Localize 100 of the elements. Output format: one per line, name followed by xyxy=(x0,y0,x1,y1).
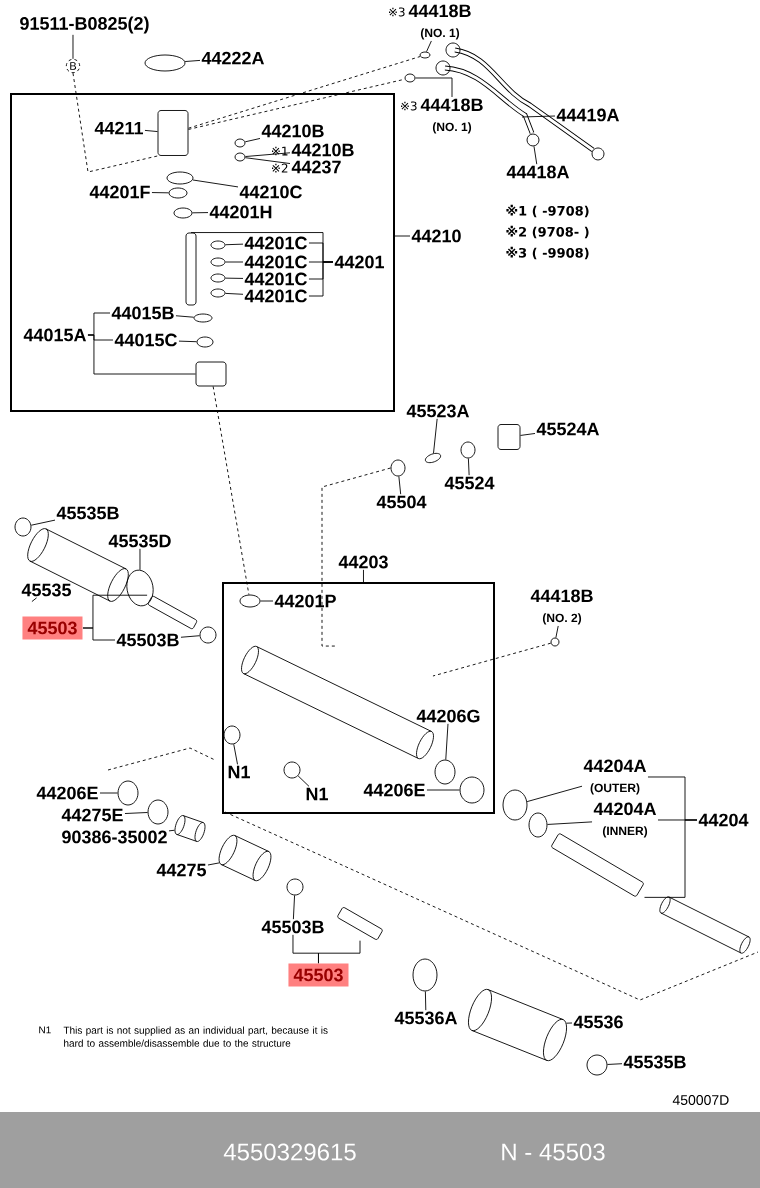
leader-line xyxy=(521,115,556,118)
part-drawing xyxy=(174,815,206,842)
part-drawing xyxy=(168,187,188,199)
part-drawing xyxy=(459,776,485,804)
leader-line xyxy=(139,548,141,571)
part-drawing xyxy=(404,73,416,83)
part-drawing xyxy=(185,232,197,306)
part-number: 44275 xyxy=(156,863,206,877)
date-note: ※3 ( -9908) xyxy=(506,246,589,260)
part-number: 44206E xyxy=(36,786,98,800)
part-drawing xyxy=(147,595,198,630)
leader-line xyxy=(244,152,291,157)
date-note: ※2 (9708- ) xyxy=(506,225,589,239)
leader-line xyxy=(82,594,148,629)
leader-line xyxy=(124,812,148,814)
leader-line xyxy=(644,819,698,898)
part-number: 45535D xyxy=(108,534,171,548)
leader-line xyxy=(207,862,220,866)
leader-line xyxy=(180,635,201,638)
leader-line xyxy=(192,179,239,188)
part-number: 44201P xyxy=(274,594,336,608)
assembly-line xyxy=(72,72,158,173)
leader-line xyxy=(175,315,195,318)
part-drawing xyxy=(210,288,226,298)
part-drawing xyxy=(586,1054,608,1076)
leader-line xyxy=(225,277,244,279)
diagram-code: 450007D xyxy=(672,1095,729,1105)
leader-line xyxy=(547,821,593,825)
leader-line xyxy=(233,743,238,765)
part-number: 44201C xyxy=(244,236,307,250)
part-drawing xyxy=(526,133,540,147)
leader-line xyxy=(426,789,460,791)
leader-line xyxy=(318,940,361,964)
part-number: 44201 xyxy=(334,255,384,269)
leader-line xyxy=(467,458,470,476)
part-drawing xyxy=(497,424,521,450)
footnote-mark: ※3 xyxy=(389,7,405,17)
part-number: 44210B xyxy=(261,124,324,138)
part-drawing xyxy=(412,958,438,992)
part-number: 45524 xyxy=(444,476,495,490)
part-number: 45504 xyxy=(376,495,427,509)
leader-line xyxy=(224,292,244,295)
assembly-line xyxy=(432,642,552,677)
part-drawing xyxy=(196,336,214,348)
leader-line xyxy=(225,261,244,263)
part-number: 44210 xyxy=(411,229,461,243)
part-drawing xyxy=(337,907,383,940)
part-drawing xyxy=(193,313,213,323)
leader-line xyxy=(72,34,74,60)
leader-line xyxy=(178,340,197,343)
highlighted-part-number: 45503 xyxy=(22,616,83,640)
leader-line xyxy=(144,129,158,132)
footnote-mark: ※1 xyxy=(272,146,288,156)
leader-line xyxy=(415,77,453,98)
leader-line xyxy=(526,785,583,803)
part-number: 44204A (INNER) xyxy=(593,802,657,838)
part-drawing xyxy=(234,138,246,148)
part-number: 44201C xyxy=(244,272,307,286)
leader-line xyxy=(151,192,169,194)
assembly-line xyxy=(321,467,391,647)
part-drawing xyxy=(424,452,442,464)
leader-line xyxy=(520,433,536,436)
assembly-line xyxy=(212,386,250,596)
part-drawing xyxy=(419,51,431,59)
part-drawing xyxy=(210,240,226,250)
part-number: 44015B xyxy=(111,306,174,320)
part-drawing xyxy=(460,441,476,459)
part-number: 44237 xyxy=(291,160,341,174)
leader-line xyxy=(30,519,56,526)
part-drawing xyxy=(286,878,304,896)
part-drawing xyxy=(147,799,169,825)
part-drawing xyxy=(434,759,456,785)
leader-line xyxy=(555,625,559,639)
part-drawing xyxy=(223,725,241,745)
part-drawing xyxy=(234,152,246,162)
leader-line xyxy=(244,138,261,143)
part-number: 45535 xyxy=(21,583,71,597)
leader-line xyxy=(445,723,449,761)
highlighted-part-number: 45503 xyxy=(288,963,349,987)
part-drawing xyxy=(195,361,227,387)
part-number-text: N - 45503 xyxy=(502,1143,605,1161)
part-drawing xyxy=(239,594,261,608)
part-number: 44201C xyxy=(244,255,307,269)
part-number: 44201C xyxy=(244,289,307,303)
leader-line xyxy=(533,145,538,165)
part-drawing xyxy=(14,517,32,537)
part-number: 44211 xyxy=(94,121,143,135)
part-drawing xyxy=(144,54,186,72)
part-number: N1 xyxy=(306,787,328,801)
part-number: 44201H xyxy=(209,205,272,219)
part-number: 44203 xyxy=(338,555,388,569)
part-drawing xyxy=(528,812,548,838)
assembly-line xyxy=(188,78,406,130)
part-number: 44419A xyxy=(556,108,620,122)
leader-line xyxy=(363,569,364,583)
part-drawing xyxy=(173,207,193,219)
part-number: 44275E xyxy=(61,808,123,822)
part-number: 91511-B0825(2) xyxy=(20,16,149,34)
leader-line xyxy=(398,475,402,495)
leader-line xyxy=(190,232,334,263)
